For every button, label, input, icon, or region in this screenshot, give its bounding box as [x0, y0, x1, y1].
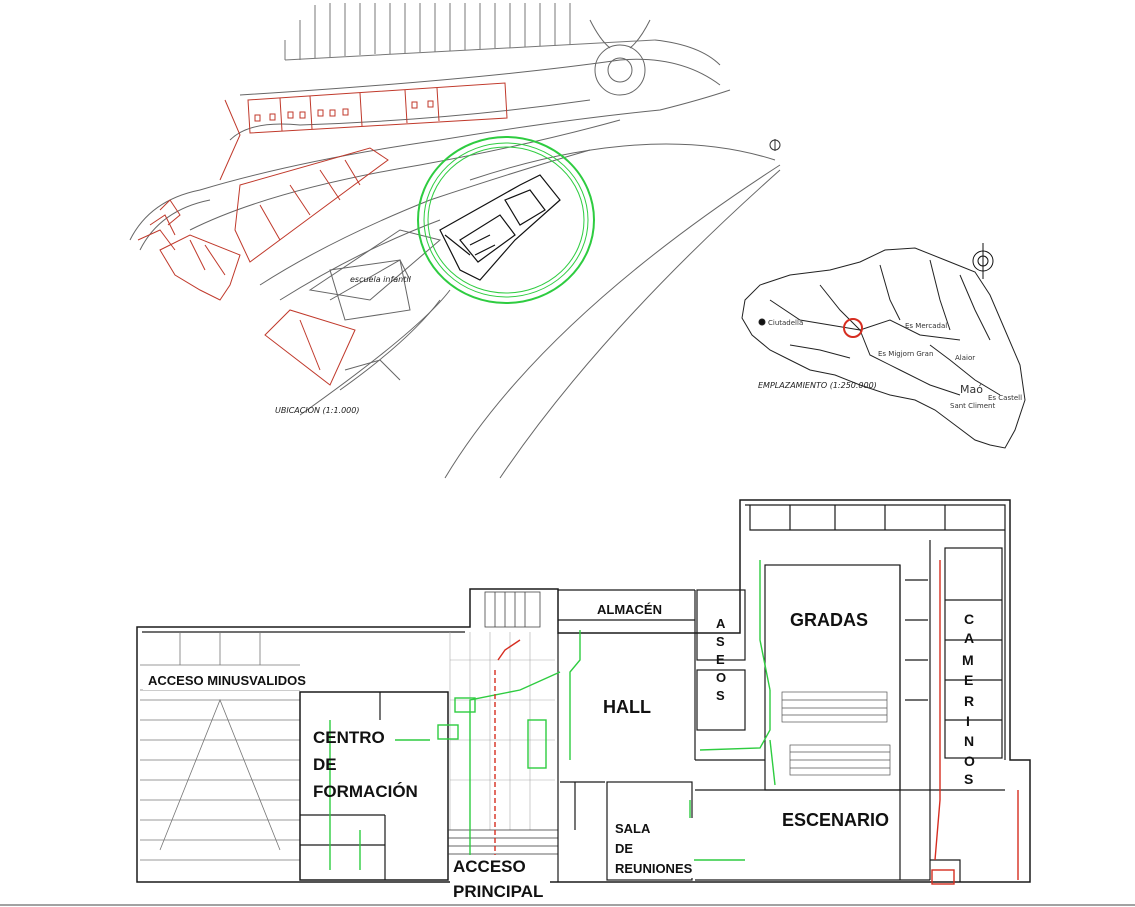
location-marker — [843, 318, 863, 338]
camerinos-letter: I — [966, 713, 970, 729]
aseos-letter: E — [716, 652, 725, 667]
camerinos-letter: S — [964, 771, 973, 787]
sala-line: REUNIONES — [615, 861, 693, 876]
stairs — [484, 591, 541, 628]
floor-plan — [136, 499, 1031, 883]
aseos-letter: S — [716, 634, 725, 649]
acceso-line: ACCESO — [453, 857, 526, 876]
aseos-letter: O — [716, 670, 726, 685]
site-highlight-circle — [417, 136, 595, 304]
label-centro-formacion: CENTRO DE FORMACIÓN — [313, 728, 418, 801]
label-hall: HALL — [603, 697, 651, 717]
sala-line: SALA — [615, 821, 651, 836]
label-camerinos: C A M E R I N O S — [962, 611, 975, 787]
parking-lines — [284, 3, 656, 61]
town-mercadal: Es Mercadal — [905, 322, 947, 330]
camerinos-letter: M — [962, 652, 974, 668]
label-almacen: ALMACÉN — [597, 602, 662, 617]
label-escenario: ESCENARIO — [782, 810, 889, 830]
entry-paving — [449, 632, 555, 830]
evacuation-routes — [329, 560, 776, 870]
road-lines — [129, 19, 781, 479]
room-centro-formacion — [299, 691, 449, 881]
room-camerinos — [944, 547, 1003, 759]
room-aseos-top — [696, 589, 746, 661]
building-footprint — [439, 174, 561, 281]
north-arrow-small — [769, 139, 781, 151]
evac-routes-red — [494, 560, 1019, 885]
town-ciutadella: Ciutadella — [768, 319, 803, 327]
island-map-scale: EMPLAZAMIENTO (1:250.000) — [758, 381, 877, 390]
site-plan: escuela infantil UBICACION (1:1.000) — [129, 3, 781, 479]
camerinos-letter: N — [964, 733, 974, 749]
sala-line: DE — [615, 841, 633, 856]
town-sant-climent: Sant Climent — [950, 402, 995, 410]
label-gradas: GRADAS — [790, 610, 868, 630]
seating — [781, 691, 891, 776]
room-gradas — [764, 564, 901, 791]
school-block — [329, 259, 411, 321]
school-label: escuela infantil — [350, 275, 412, 284]
sala-label-bg — [612, 818, 694, 878]
centro-line: FORMACIÓN — [313, 782, 418, 801]
label-bg-minusvalidos — [143, 670, 313, 690]
acceso-label-bg — [450, 855, 550, 895]
label-sala-reuniones: SALA DE REUNIONES — [612, 818, 694, 878]
north-arrow-icon — [972, 243, 994, 279]
town-mao: Maó — [960, 383, 983, 396]
site-plan-scale: UBICACION (1:1.000) — [275, 406, 359, 415]
centro-line: DE — [313, 755, 337, 774]
centro-line: CENTRO — [313, 728, 385, 747]
access-ramp — [140, 632, 300, 861]
town-migjorn: Es Migjorn Gran — [878, 350, 933, 358]
camerinos-letter: R — [964, 693, 974, 709]
town-alaior: Alaior — [955, 354, 975, 362]
camerinos-letter: E — [964, 672, 973, 688]
town-marker-ciutadella — [758, 318, 766, 326]
label-acceso-principal: ACCESO PRINCIPAL — [450, 855, 550, 901]
aseos-letter: A — [716, 616, 726, 631]
camerinos-letter: O — [964, 753, 975, 769]
room-aseos-bottom — [696, 669, 746, 731]
camerinos-letter: C — [964, 611, 974, 627]
island-map: Ciutadella Es Mercadal Es Migjorn Gran A… — [741, 243, 1026, 449]
safe-space-marker-2 — [931, 869, 955, 885]
label-aseos: A S E O S — [716, 616, 726, 703]
plot-lines — [137, 82, 508, 386]
town-es-castell: Es Castell — [988, 394, 1022, 402]
camerinos-letter: A — [964, 630, 974, 646]
label-acceso-minusvalidos: ACCESO MINUSVALIDOS — [148, 673, 306, 688]
aseos-letter: S — [716, 688, 725, 703]
acceso-line: PRINCIPAL — [453, 882, 543, 901]
safe-space-marker-1 — [437, 724, 459, 740]
entry-steps — [448, 829, 558, 855]
